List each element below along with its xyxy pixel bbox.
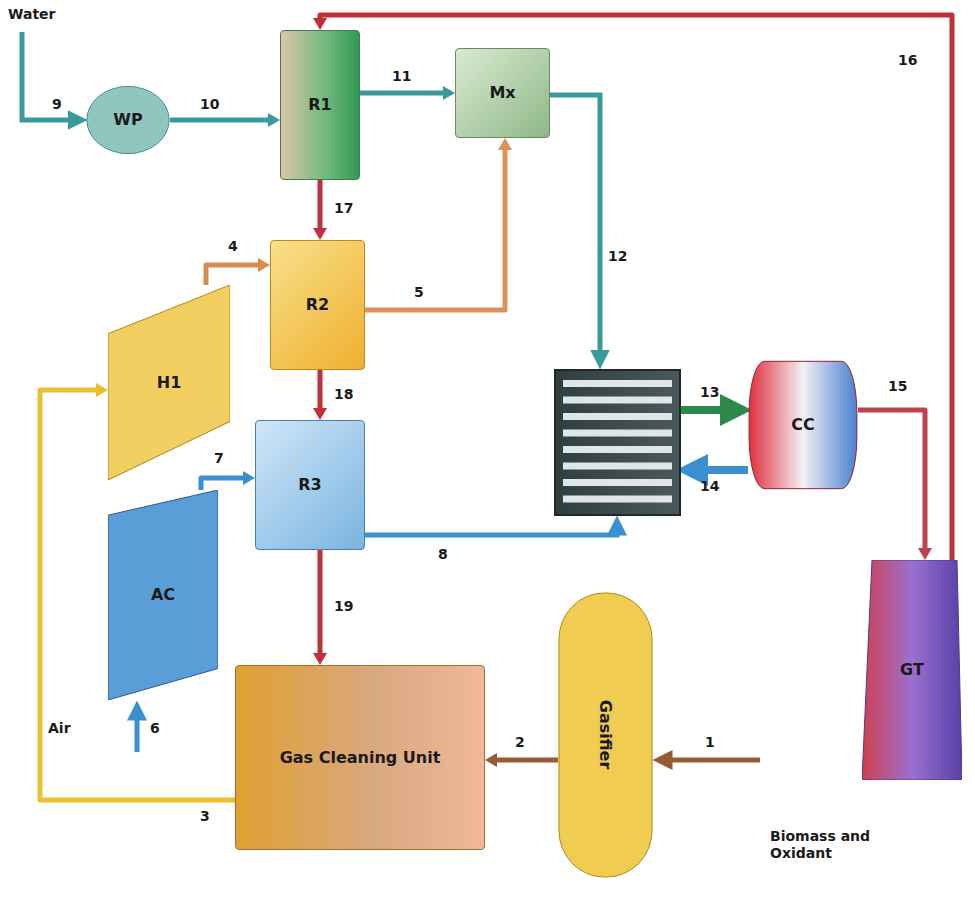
node-label: R3 — [298, 475, 321, 494]
arrow-head — [443, 86, 455, 100]
pump-ellipse: WP — [86, 85, 170, 155]
combustor-cylinder-shape — [749, 361, 857, 488]
node-label: R2 — [306, 295, 329, 314]
gasifier-vessel-shape — [559, 593, 652, 877]
arrow-head — [268, 113, 280, 127]
feed-line — [660, 758, 760, 763]
node-label: H1 — [157, 373, 182, 392]
inlet-label: Air — [48, 720, 71, 737]
inlet-label: Biomass and Oxidant — [770, 828, 930, 862]
gas-cleaning-box: Gas Cleaning Unit — [235, 665, 485, 850]
arrow-head — [313, 228, 327, 240]
stream-number: 5 — [414, 284, 424, 301]
stream-connector — [170, 113, 280, 127]
node-label: Gasifier — [596, 700, 615, 770]
stream-connector — [201, 471, 255, 490]
stream-number: 13 — [700, 384, 719, 401]
reactor-box: R2 — [270, 240, 365, 370]
turbine-shape: H1 — [108, 285, 230, 480]
node-label: WP — [113, 110, 142, 129]
stream-connector — [206, 258, 270, 285]
gasifier-vessel: Gasifier — [558, 590, 653, 880]
gas-turbine-shape: GT — [862, 560, 962, 780]
node-label: R1 — [308, 95, 331, 114]
inlet-label: Water — [8, 6, 55, 23]
stream-line — [495, 758, 558, 763]
node-label: CC — [791, 415, 814, 434]
air-line — [135, 708, 140, 752]
stream-line — [201, 478, 245, 490]
arrow-head — [485, 753, 497, 767]
stream-line — [365, 523, 617, 535]
stream-number: 12 — [608, 248, 627, 265]
node-label: Gas Cleaning Unit — [280, 748, 441, 767]
stream-connector — [858, 410, 932, 560]
stream-line — [365, 148, 505, 310]
stream-number: 8 — [438, 546, 448, 563]
stream-line — [320, 15, 952, 560]
stream-connector — [313, 370, 327, 420]
water-line — [22, 32, 80, 120]
pump-ellipse-shape — [87, 86, 169, 153]
arrow-head — [258, 258, 270, 272]
stream-line — [318, 370, 323, 410]
stream-line — [318, 180, 323, 230]
reactor-box: R1 — [280, 30, 360, 180]
stream-number: 4 — [228, 238, 238, 255]
stream-number: 2 — [515, 734, 525, 751]
compressor-shape: AC — [108, 490, 218, 700]
stream-connector — [360, 86, 455, 100]
stream-number: 7 — [214, 450, 224, 467]
stream-line — [858, 410, 925, 550]
arrow-head — [96, 383, 108, 397]
stream-number: 6 — [150, 720, 160, 737]
arrow-head — [313, 653, 327, 665]
stream-line — [206, 265, 260, 285]
node-label: Mx — [489, 83, 515, 102]
arrow-head — [918, 548, 932, 560]
stream-connector — [485, 753, 558, 767]
node-label: GT — [900, 660, 924, 679]
turbine-shape-shape — [108, 285, 230, 480]
arrow-head — [313, 18, 327, 30]
stream-line — [688, 466, 748, 474]
stream-line — [170, 118, 270, 123]
stream-number: 15 — [888, 378, 907, 395]
stream-number: 9 — [52, 96, 62, 113]
stream-number: 17 — [334, 200, 353, 217]
stream-line — [318, 550, 323, 655]
stream-number: 19 — [334, 598, 353, 615]
stream-connector — [365, 138, 512, 310]
stream-number: 3 — [200, 808, 210, 825]
stream-connector — [313, 15, 952, 560]
arrow-head — [498, 138, 512, 150]
combustor-cylinder: CC — [748, 360, 858, 490]
stream-number: 18 — [334, 386, 353, 403]
arrow-head — [313, 408, 327, 420]
node-label: AC — [151, 585, 175, 604]
stream-connector — [313, 180, 327, 240]
heat-exchanger — [555, 370, 680, 515]
reactor-box: R3 — [255, 420, 365, 550]
arrow-head — [243, 471, 255, 485]
mixer-box: Mx — [455, 48, 550, 138]
stream-number: 10 — [200, 96, 219, 113]
stream-number: 14 — [700, 478, 719, 495]
stream-number: 1 — [705, 734, 715, 751]
stream-connector — [313, 550, 327, 665]
compressor-shape-shape — [108, 490, 218, 700]
stream-line — [360, 91, 445, 96]
stream-number: 11 — [392, 68, 411, 85]
gas-turbine-shape-shape — [862, 560, 962, 780]
stream-line — [550, 95, 600, 362]
stream-number: 16 — [898, 52, 917, 69]
stream-line — [680, 406, 740, 414]
